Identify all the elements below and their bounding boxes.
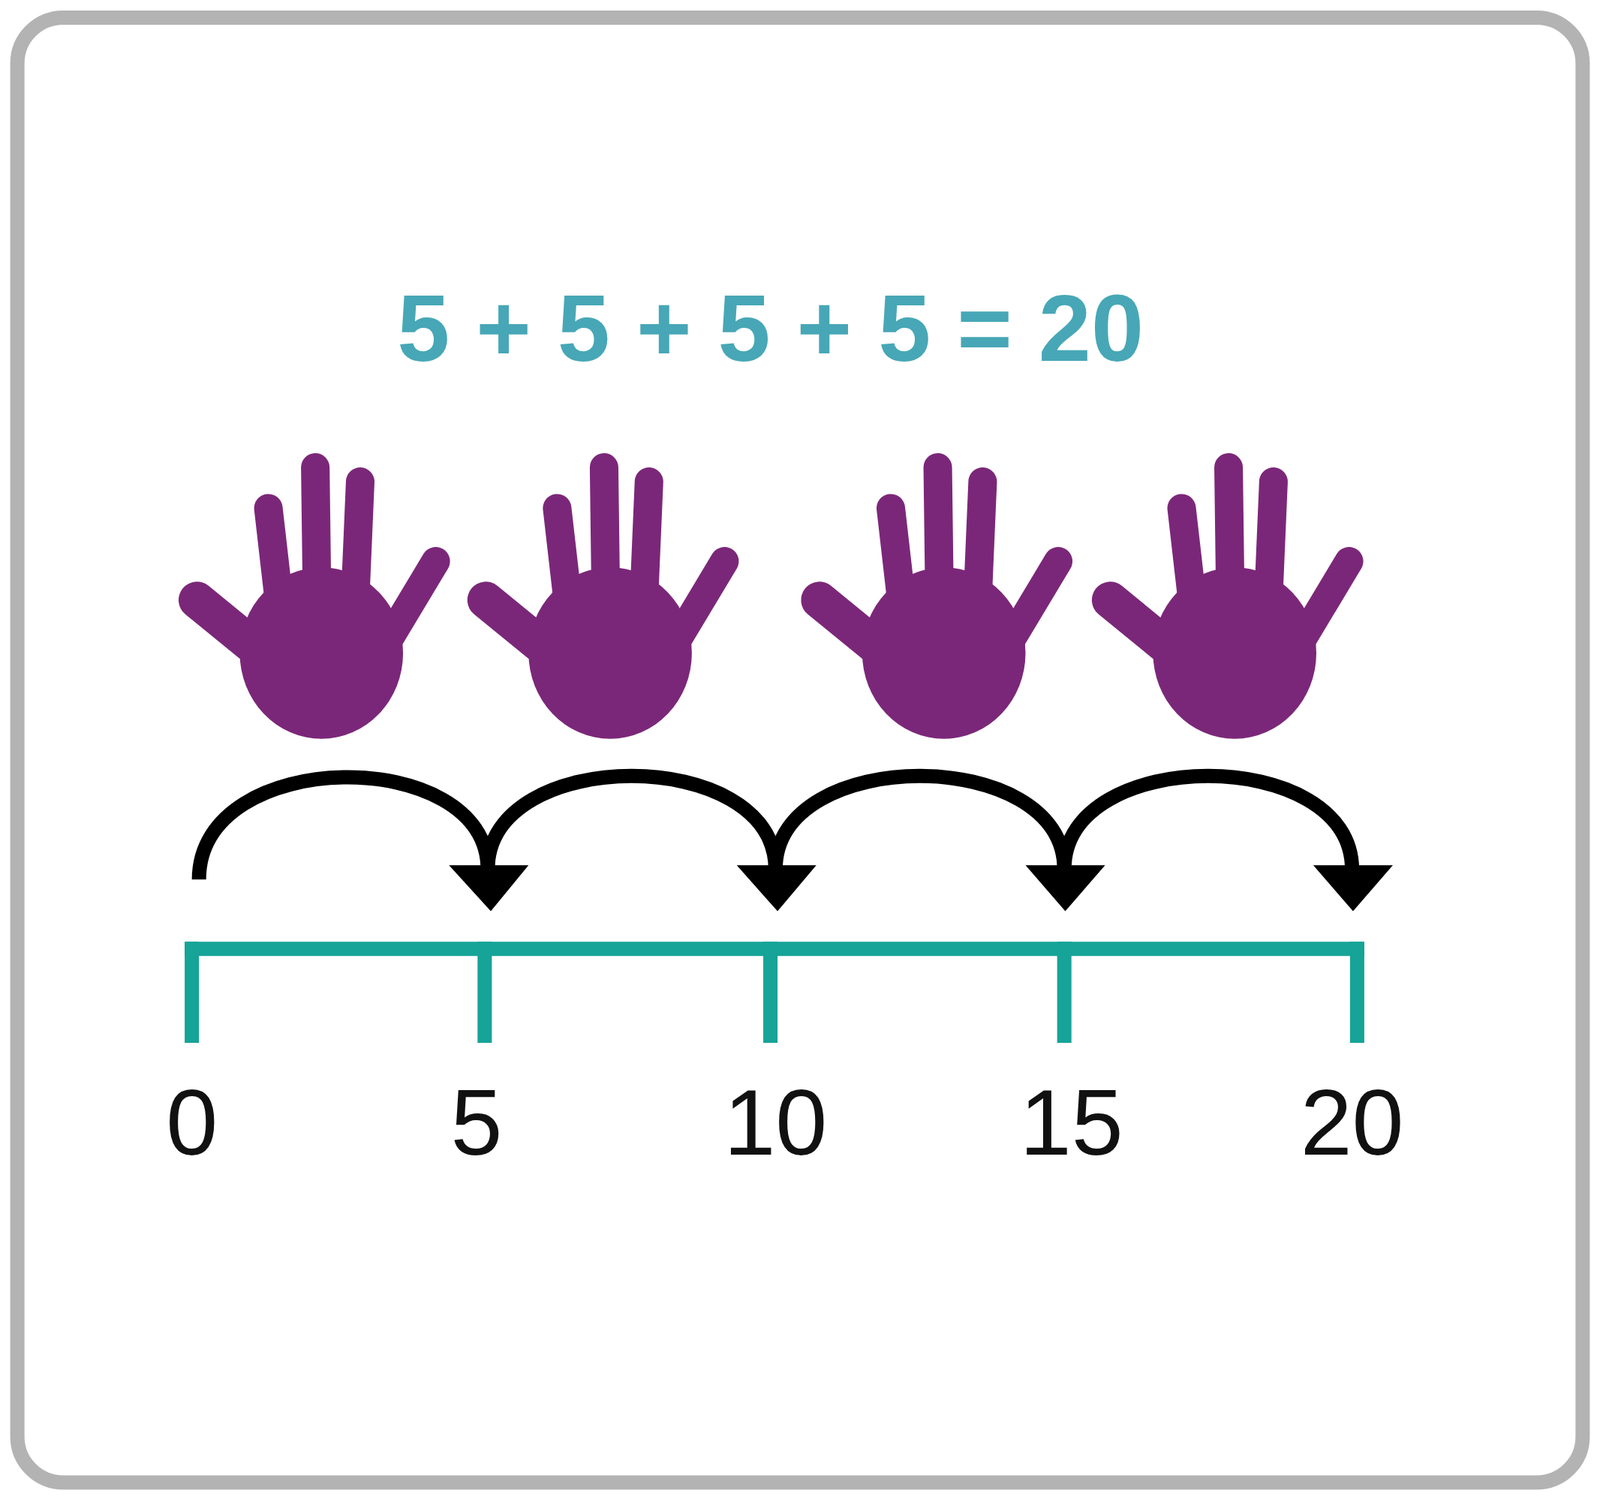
jump-arc: [1064, 775, 1352, 870]
number-label: 0: [165, 1076, 218, 1170]
number-label: 10: [723, 1076, 828, 1170]
number-line-tick: [477, 941, 492, 1044]
number-line: [184, 941, 1365, 1044]
hand-icon: [1109, 467, 1349, 740]
jump-arc: [487, 775, 776, 870]
arrow-head: [1025, 865, 1105, 912]
arrow-heads: [448, 865, 1393, 912]
hand-icon: [819, 467, 1059, 740]
arrow-head: [448, 865, 529, 912]
number-line-tick: [1350, 941, 1365, 1044]
frame-border: [17, 17, 1583, 1483]
number-line-tick: [763, 941, 778, 1044]
equation-title: 5 + 5 + 5 + 5 = 20: [396, 281, 1144, 376]
number-label: 5: [450, 1076, 503, 1170]
number-line-tick: [184, 941, 199, 1044]
number-label: 15: [1019, 1076, 1124, 1170]
jump-arc: [775, 775, 1065, 870]
arrow-head: [1313, 865, 1393, 912]
number-label: 20: [1300, 1076, 1405, 1170]
hand-icon: [196, 467, 436, 740]
hand-icon: [485, 467, 725, 740]
arrow-head: [736, 865, 817, 912]
number-line-tick: [1057, 941, 1072, 1044]
jump-arrows: [198, 775, 1352, 880]
jump-arc: [198, 777, 488, 880]
